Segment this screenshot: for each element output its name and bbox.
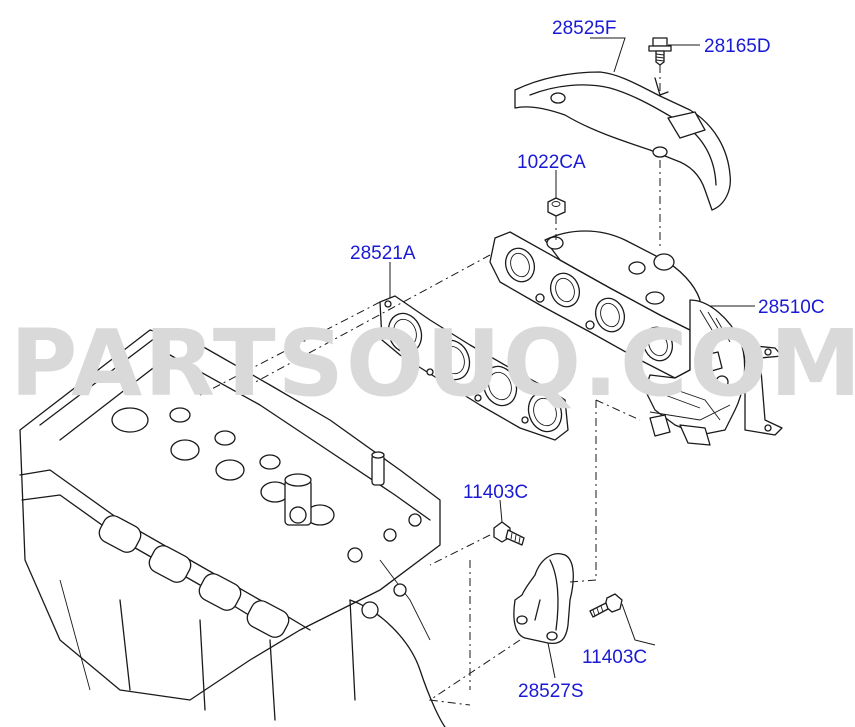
leader-lines: [389, 37, 755, 679]
cylinder-head-drawing: [19, 329, 446, 727]
assembly-lines: [199, 65, 661, 706]
label-28510C[interactable]: 28510C: [758, 297, 825, 318]
watermark-text: PARTSOUQ.COM: [10, 310, 855, 417]
exhaust-manifold-28510C[interactable]: [489, 230, 783, 446]
label-11403C-upper[interactable]: 11403C: [463, 482, 528, 503]
nut-1022CA[interactable]: [547, 197, 566, 217]
heat-shield-28525F[interactable]: [514, 71, 731, 211]
label-11403C-lower[interactable]: 11403C: [582, 647, 647, 668]
bolt-11403C-upper[interactable]: [493, 521, 525, 546]
gasket-28521A[interactable]: [379, 295, 569, 441]
bolt-11403C-lower[interactable]: [589, 593, 623, 618]
label-28165D[interactable]: 28165D: [704, 36, 771, 57]
label-28527S[interactable]: 28527S: [518, 681, 584, 702]
label-1022CA[interactable]: 1022CA: [517, 152, 586, 173]
bracket-28527S[interactable]: [513, 553, 574, 645]
bolt-28165D[interactable]: [648, 37, 672, 66]
label-28525F[interactable]: 28525F: [552, 18, 616, 39]
label-28521A[interactable]: 28521A: [350, 243, 416, 264]
